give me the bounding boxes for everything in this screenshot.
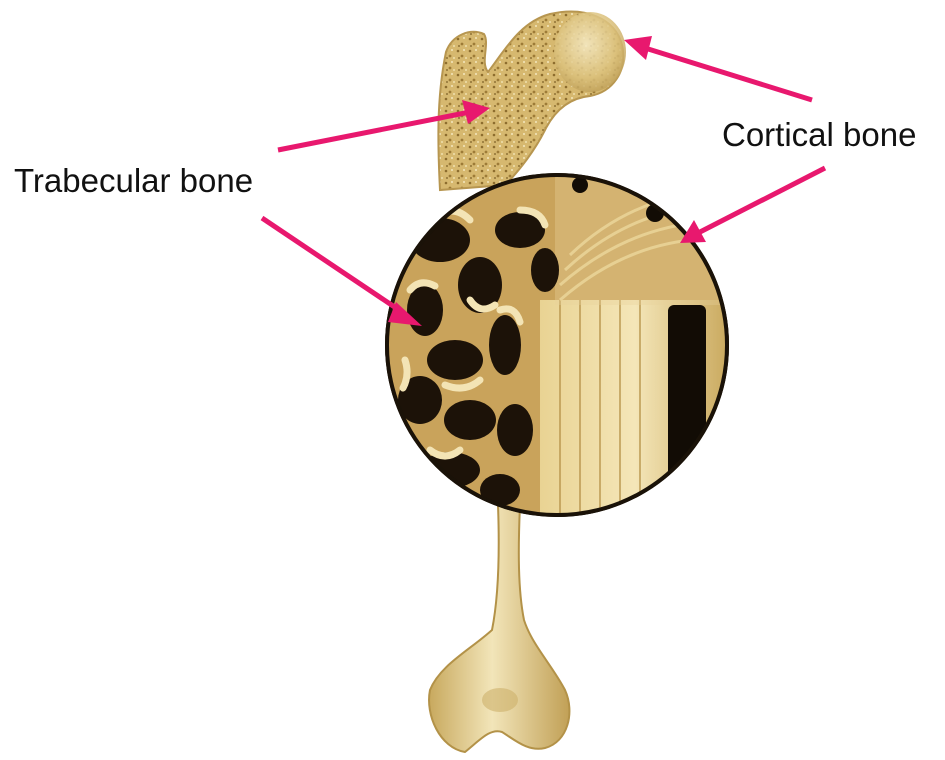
arrow-trabecular-section [262, 218, 422, 326]
femur-distal-end [429, 505, 569, 752]
cortical-bone-label: Cortical bone [722, 116, 916, 153]
trabecular-bone-label: Trabecular bone [14, 162, 253, 199]
arrow-cortical-section [680, 168, 825, 243]
arrow-cortical-top [624, 36, 812, 100]
magnified-bone-section [385, 170, 745, 530]
femur-proximal-end [438, 12, 626, 190]
